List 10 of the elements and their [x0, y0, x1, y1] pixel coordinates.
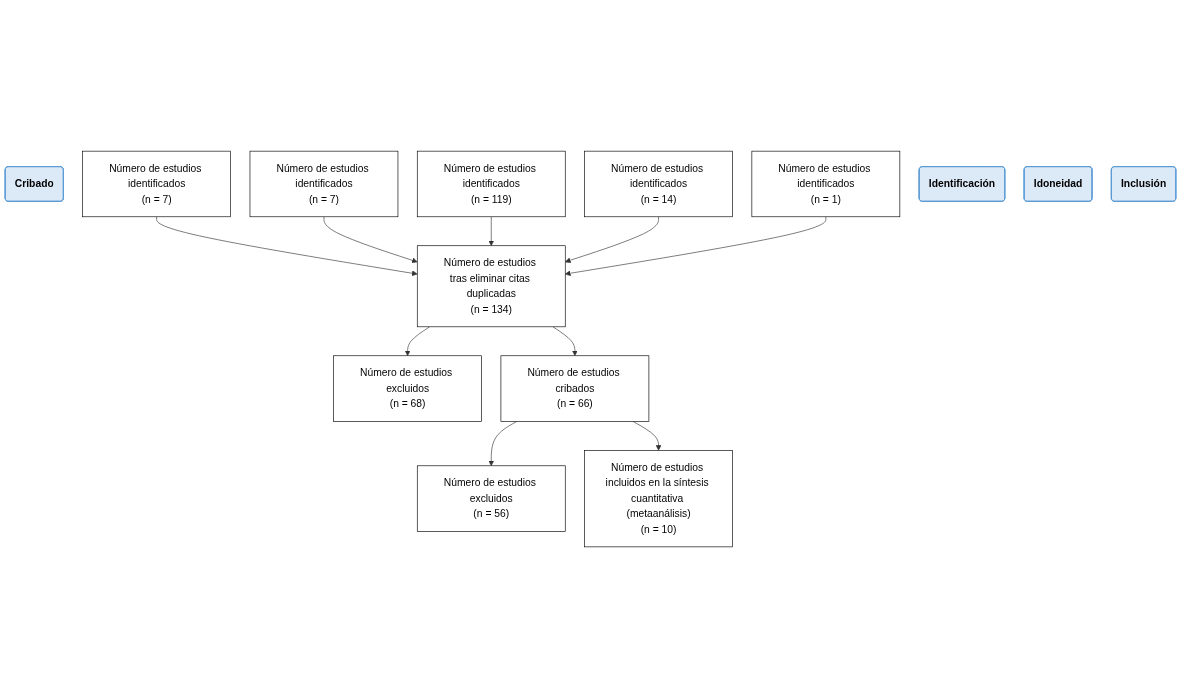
node-box: Número de estudios identificados (n = 119): [416, 150, 566, 218]
node-box: Número de estudios incluidos en la síntesis cuantitativa (metaanálisis) (n = 10): [584, 450, 733, 548]
node-box: Número de estudios identificados (n = 7): [249, 150, 399, 218]
node-box: Número de estudios identificados (n = 14): [584, 150, 733, 218]
node-box: Número de estudios tras eliminar citas duplicadas (n = 134): [416, 245, 566, 328]
node-box: Número de estudios cribados (n = 66): [500, 355, 650, 422]
node-box: Número de estudios identificados (n = 1): [751, 150, 901, 218]
node-box: Número de estudios excluidos (n = 68): [333, 355, 482, 422]
node-box: Número de estudios excluidos (n = 56): [416, 465, 566, 532]
node-box: Número de estudios identificados (n = 7): [82, 150, 231, 218]
